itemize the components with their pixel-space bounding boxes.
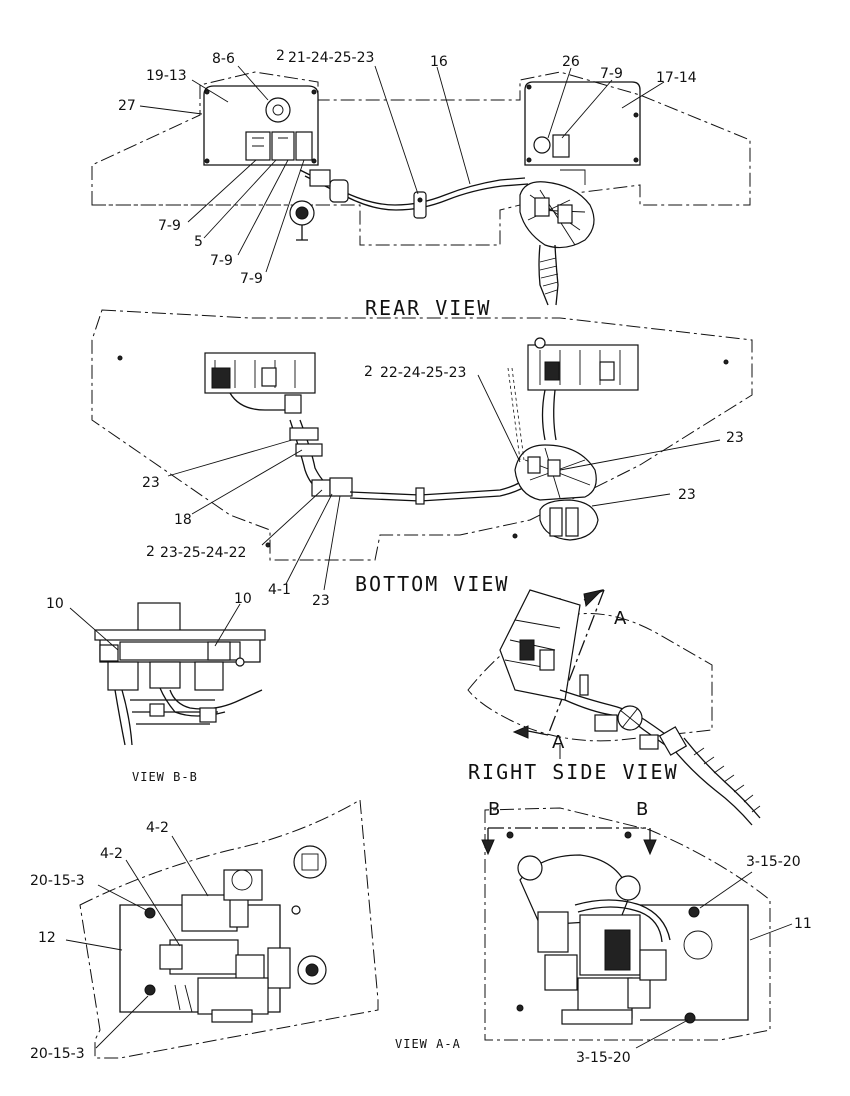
- callout-11: 11: [794, 916, 812, 932]
- section-mark-b-left: B: [488, 799, 500, 820]
- right-side-view-title: RIGHT SIDE VIEW: [468, 760, 679, 784]
- view-b-b-leaders: [69, 603, 241, 651]
- callout-7-9-c: 7-9: [240, 271, 263, 287]
- section-mark-a-lower: A: [552, 732, 565, 753]
- callout-20-15-3-lower: 20-15-3: [30, 1046, 85, 1062]
- callout-prefix-2-bottom-lower: 2: [146, 544, 155, 560]
- view-a-a-left-leaders: [65, 835, 209, 1049]
- view-a-a-left-drawing: [79, 799, 379, 1059]
- bottom-view-drawing: [91, 309, 753, 561]
- view-b-b-drawing: [94, 602, 266, 746]
- bottom-view-title: BOTTOM VIEW: [355, 572, 509, 596]
- callout-4-1: 4-1: [268, 582, 291, 598]
- callout-22-24-25-23: 22-24-25-23: [380, 365, 466, 381]
- view-a-a-right-drawing: [481, 807, 771, 1041]
- callout-10-right: 10: [234, 591, 252, 607]
- callout-23-25-24-22: 23-25-24-22: [160, 545, 246, 561]
- callout-7-9-top: 7-9: [600, 66, 623, 82]
- callout-prefix-2: 2: [276, 48, 285, 64]
- callout-23-right-upper: 23: [726, 430, 744, 446]
- callout-7-9-a: 7-9: [158, 218, 181, 234]
- right-side-view-drawing: [467, 589, 761, 826]
- callout-26: 26: [562, 54, 580, 70]
- callout-19-13: 19-13: [146, 68, 187, 84]
- callout-4-2-upper: 4-2: [146, 820, 169, 836]
- callout-12: 12: [38, 930, 56, 946]
- view-a-a-right-leaders: [635, 871, 793, 1049]
- callout-5: 5: [194, 234, 203, 250]
- callout-18: 18: [174, 512, 192, 528]
- callout-4-2-lower: 4-2: [100, 846, 123, 862]
- callout-10-left: 10: [46, 596, 64, 612]
- section-mark-b-right: B: [636, 799, 648, 820]
- callout-23-right-lower: 23: [678, 487, 696, 503]
- bottom-view-leaders: [167, 374, 721, 591]
- callout-8-6: 8-6: [212, 51, 235, 67]
- callout-17-14: 17-14: [656, 70, 697, 86]
- rear-view-drawing: [91, 71, 751, 306]
- rear-view-title: REAR VIEW: [365, 296, 491, 320]
- rear-view-leaders: [139, 65, 665, 273]
- section-mark-a-upper: A: [614, 608, 627, 629]
- callout-prefix-2-bottom: 2: [364, 364, 373, 380]
- view-b-b-title: VIEW B-B: [132, 770, 198, 784]
- callout-27: 27: [118, 98, 136, 114]
- callout-16: 16: [430, 54, 448, 70]
- callout-23-left: 23: [142, 475, 160, 491]
- callout-3-15-20-upper: 3-15-20: [746, 854, 801, 870]
- view-a-a-title: VIEW A-A: [395, 1037, 461, 1051]
- callout-21-24-25-23: 21-24-25-23: [288, 50, 374, 66]
- callout-20-15-3-upper: 20-15-3: [30, 873, 85, 889]
- callout-23-bottom: 23: [312, 593, 330, 609]
- callout-3-15-20-lower: 3-15-20: [576, 1050, 631, 1066]
- callout-7-9-b: 7-9: [210, 253, 233, 269]
